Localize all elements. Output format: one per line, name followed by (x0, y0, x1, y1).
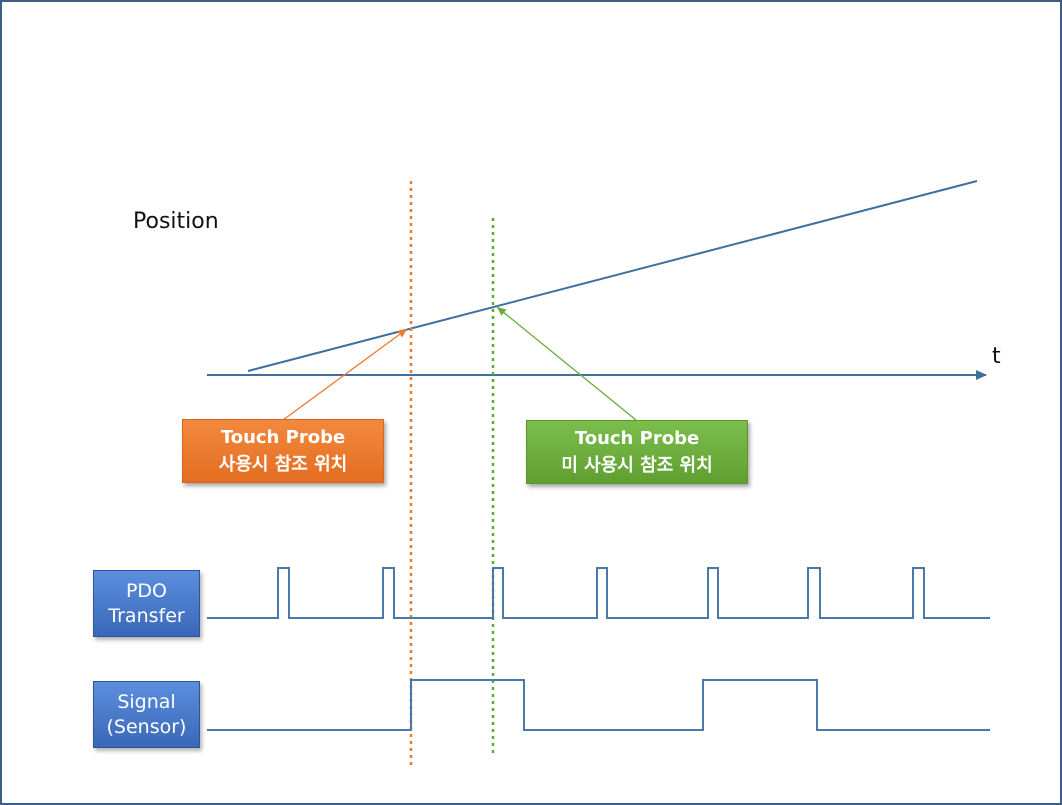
pdo-transfer-waveform (207, 567, 990, 619)
time-axis-label: t (992, 344, 1001, 369)
touch-probe-used-subtitle: 사용시 참조 위치 (218, 454, 348, 475)
touch-probe-pointer-arrow (282, 328, 408, 421)
sensor-label-line2: (Sensor) (106, 715, 187, 738)
touch-probe-used-callout: Touch Probe 사용시 참조 위치 (182, 419, 384, 483)
sensor-signal-label-box: Signal (Sensor) (93, 681, 200, 748)
sensor-signal-waveform (207, 679, 990, 731)
no-probe-pointer-arrow (496, 306, 637, 421)
touch-probe-unused-subtitle: 미 사용시 참조 위치 (561, 455, 713, 476)
position-line (247, 180, 978, 372)
pdo-transfer-label-box: PDO Transfer (93, 570, 200, 637)
position-label: Position (133, 209, 219, 234)
touch-probe-unused-title: Touch Probe (574, 428, 700, 449)
sensor-label-line1: Signal (117, 690, 176, 713)
touch-probe-unused-callout: Touch Probe 미 사용시 참조 위치 (526, 420, 748, 484)
pdo-label-line1: PDO (125, 579, 168, 602)
pdo-label-line2: Transfer (108, 604, 185, 627)
touch-probe-used-title: Touch Probe (220, 427, 346, 448)
